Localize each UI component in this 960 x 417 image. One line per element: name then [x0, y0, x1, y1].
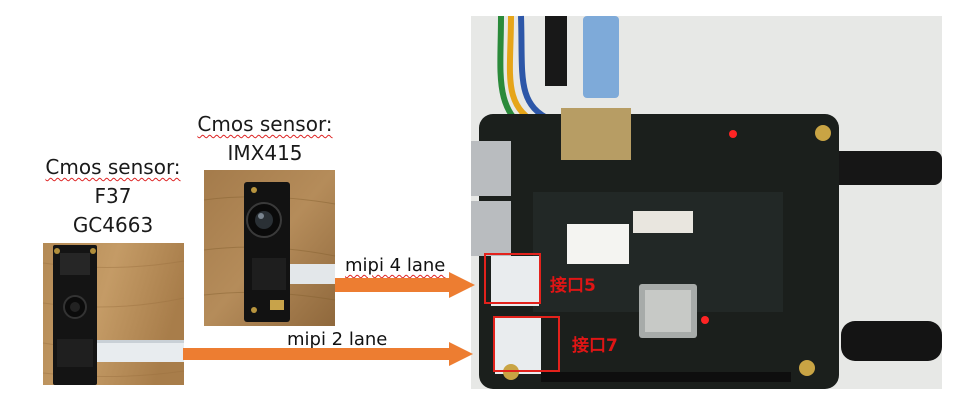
sensor-f37-photo [42, 243, 185, 385]
arrow-mipi-4-lane [335, 272, 475, 298]
port-5-label: 接口5 [550, 276, 596, 296]
sensor-imx415-heading: Cmos sensor: [197, 112, 333, 136]
sensor-gc4663-model: GC4663 [72, 213, 154, 237]
sensor-f37-model: F37 [94, 184, 132, 208]
arrow-mipi-2-lane [183, 342, 473, 366]
sensor-imx415-model: IMX415 [227, 141, 303, 165]
link-mipi-2-lane-label: mipi 2 lane [287, 329, 388, 350]
sensor-imx415-photo [203, 170, 336, 326]
port-5-highlight [484, 253, 541, 304]
port-7-highlight [493, 316, 560, 372]
sensor-f37-heading: Cmos sensor: [45, 155, 181, 179]
port-7-label: 接口7 [572, 336, 618, 356]
link-mipi-4-lane-label: mipi 4 lane [345, 255, 446, 276]
board-photo [471, 15, 942, 389]
